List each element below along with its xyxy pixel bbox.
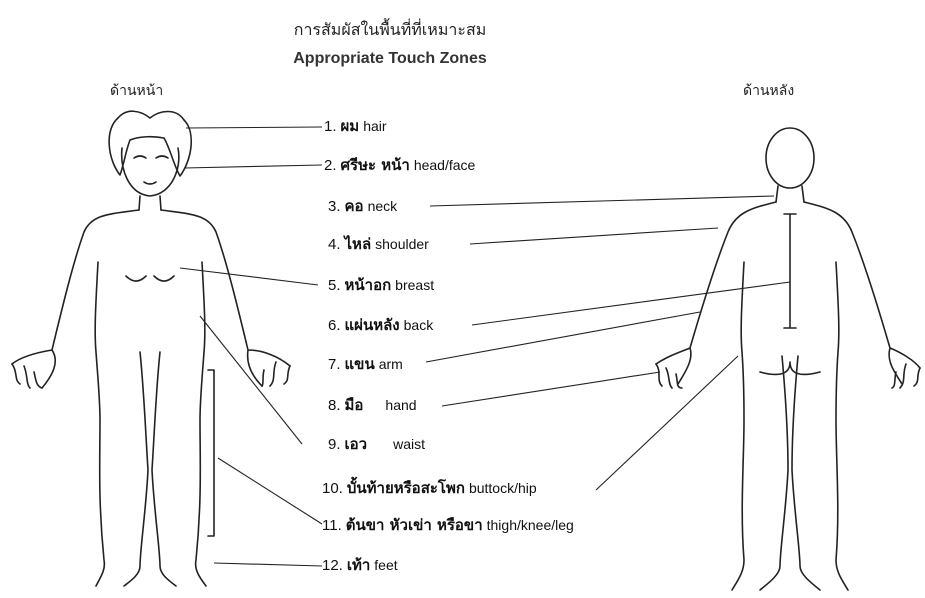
back-left-hand [656,364,682,388]
label-hand: 8.มือ hand [328,396,417,415]
front-mouth [144,182,156,184]
front-torso-outline [95,262,206,586]
back-figure [656,128,920,590]
label-thai: คอ [345,197,364,215]
label-english: hair [363,118,386,134]
label-number: 10. [322,480,343,497]
label-english: back [404,317,434,333]
back-buttock-lines [760,362,820,374]
label-thai: เอว [345,435,368,453]
label-english: feet [374,557,397,573]
leader-feet [214,563,322,566]
label-number: 7. [328,356,341,373]
leader-hair [186,127,322,128]
front-chest-lines [126,276,174,281]
label-number: 8. [328,397,341,414]
label-shoulder: 4.ไหล่shoulder [328,235,429,254]
label-number: 6. [328,317,341,334]
leader-hand [442,372,660,406]
label-english: arm [379,356,403,372]
front-face-outline [122,148,179,196]
front-body-outline [12,210,290,388]
label-number: 11. [322,517,342,534]
leader-lines [180,127,790,566]
label-thai: เท้า [347,556,370,574]
front-eyes [134,156,168,158]
label-english: thigh/knee/leg [487,517,574,533]
front-leg-zone-bracket [208,370,214,536]
leader-arm [426,312,700,362]
front-right-hand [262,362,290,386]
label-english: neck [368,198,398,214]
front-left-hand [12,364,42,388]
label-number: 4. [328,236,341,253]
label-thai: หน้าอก [345,276,392,294]
leader-head-face [184,165,322,168]
leader-shoulder [470,228,718,244]
back-zone-bracket [784,214,796,328]
label-waist: 9.เอว waist [328,435,425,454]
label-thai: แผ่นหลัง [345,316,400,334]
label-thai: บั้นท้ายหรือสะโพก [347,479,465,497]
label-number: 2. [324,157,337,174]
label-english: waist [393,436,425,452]
label-thai: มือ [345,396,364,414]
label-number: 5. [328,277,341,294]
label-english: hand [385,397,416,413]
label-number: 12. [322,557,343,574]
label-english: breast [395,277,434,293]
label-thai: ต้นขา หัวเข่า หรือขา [346,516,483,534]
leader-neck [430,196,774,206]
label-english: buttock/hip [469,480,537,496]
leader-breast [180,268,318,285]
label-thai: แขน [345,355,375,373]
label-thai: ศรีษะ หน้า [341,156,410,174]
label-thai: ไหล่ [345,235,372,253]
label-number: 3. [328,198,341,215]
label-english: shoulder [375,236,429,252]
leader-buttock-hip [596,356,738,490]
front-figure [12,111,290,586]
label-english: head/face [414,157,476,173]
leader-thigh-knee-leg [218,458,322,524]
label-thai: ผม [341,117,360,135]
label-number: 1. [324,118,337,135]
label-number: 9. [328,436,341,453]
back-head-outline [766,128,814,188]
front-neck [139,196,161,210]
